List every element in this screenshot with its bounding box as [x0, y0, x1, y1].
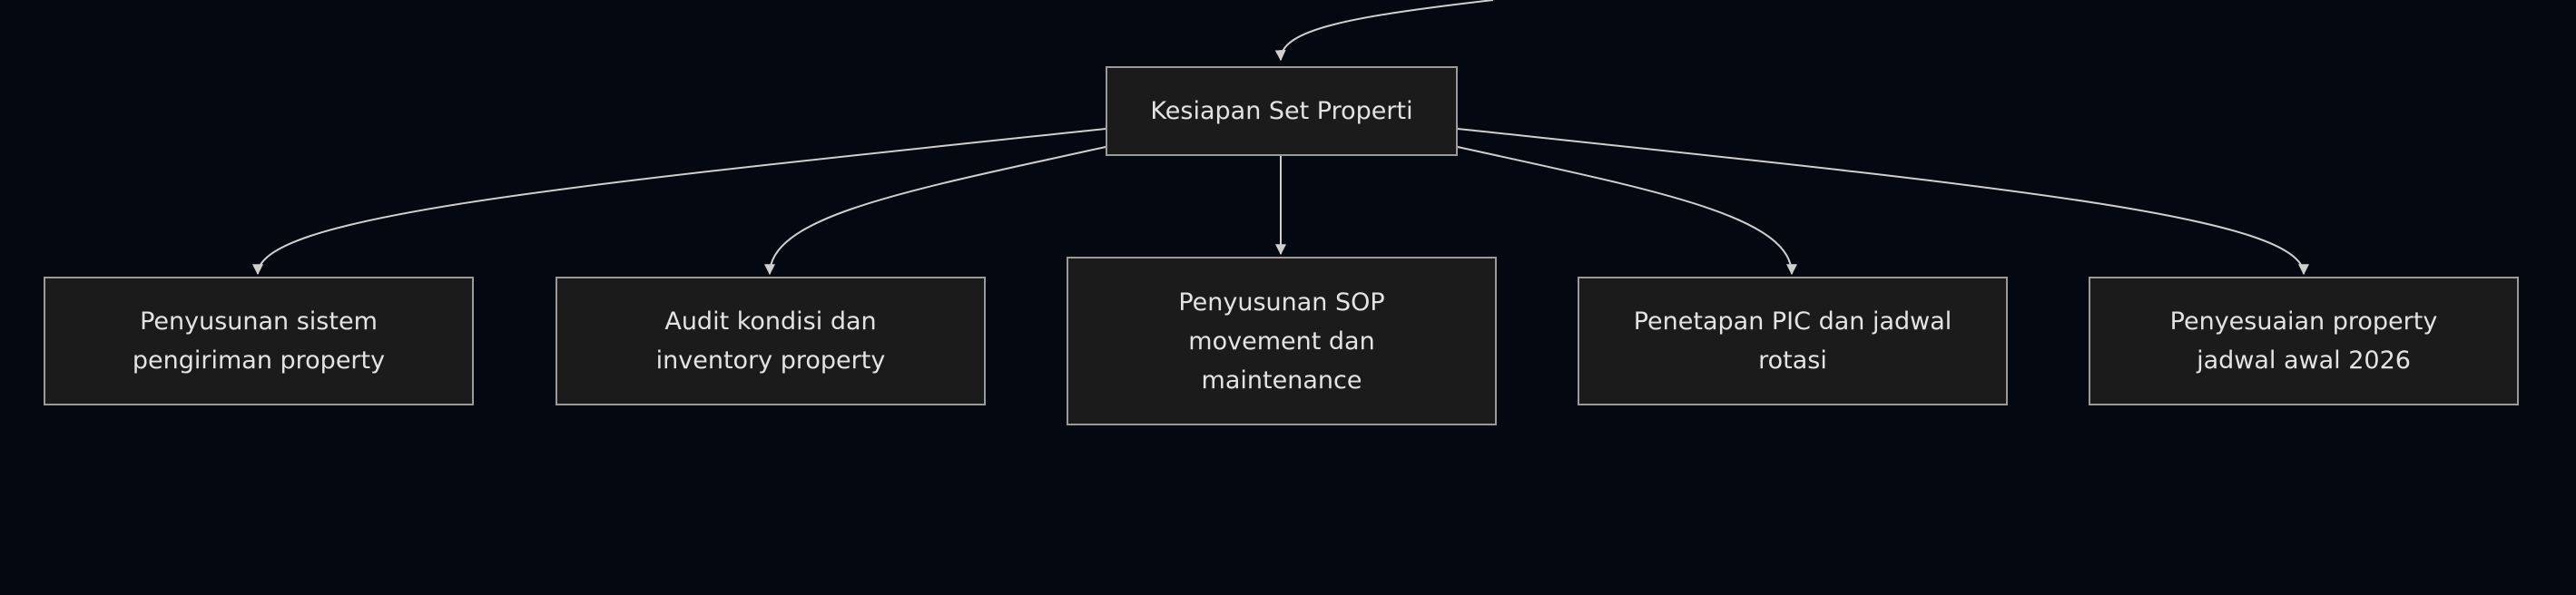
root-node-label: Kesiapan Set Properti	[1150, 97, 1413, 125]
child-node-2: Audit kondisi dan inventory property	[556, 277, 986, 405]
edge-incoming	[1274, 0, 1494, 62]
child-node-1: Penyusunan sistem pengiriman property	[44, 277, 474, 405]
child-node-4-label: Penetapan PIC dan jadwal rotasi	[1633, 307, 1952, 375]
edge-root-to-child-2	[764, 146, 1106, 276]
child-node-3-label: Penyusunan SOP movement dan maintenance	[1178, 288, 1385, 395]
edge-root-to-child-5	[1457, 128, 2309, 276]
edge-root-to-child-1	[252, 128, 1106, 276]
root-node: Kesiapan Set Properti	[1106, 66, 1458, 156]
child-node-4: Penetapan PIC dan jadwal rotasi	[1578, 277, 2008, 405]
child-node-2-label: Audit kondisi dan inventory property	[655, 307, 886, 375]
edge-root-to-child-4	[1457, 146, 1797, 276]
child-node-1-label: Penyusunan sistem pengiriman property	[132, 307, 386, 375]
child-node-5-label: Penyesuaian property jadwal awal 2026	[2169, 307, 2438, 375]
child-node-5: Penyesuaian property jadwal awal 2026	[2089, 277, 2519, 405]
child-node-3: Penyusunan SOP movement dan maintenance	[1067, 257, 1497, 425]
